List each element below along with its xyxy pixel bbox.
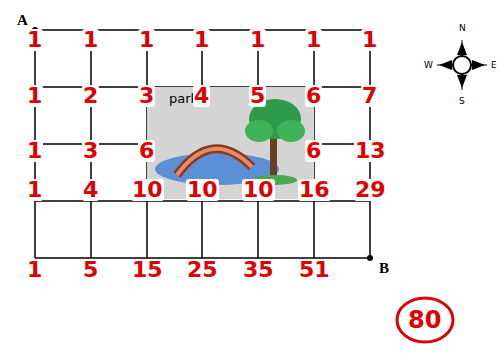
path-count: 1 bbox=[361, 29, 378, 51]
path-count: 16 bbox=[298, 179, 331, 201]
compass-letter: S bbox=[459, 97, 465, 106]
answer-total: 80 bbox=[408, 308, 441, 332]
path-count: 1 bbox=[138, 29, 155, 51]
path-count: 29 bbox=[354, 179, 387, 201]
path-count: 5 bbox=[82, 259, 99, 281]
point-b bbox=[367, 255, 373, 261]
path-count: 6 bbox=[138, 140, 155, 162]
path-count: 1 bbox=[26, 179, 43, 201]
path-count: 1 bbox=[193, 29, 210, 51]
compass-rose bbox=[437, 40, 487, 90]
path-count: 1 bbox=[26, 85, 43, 107]
path-count: 35 bbox=[242, 259, 275, 281]
path-count: 1 bbox=[26, 140, 43, 162]
path-count: 51 bbox=[298, 259, 331, 281]
path-count: 1 bbox=[26, 259, 43, 281]
path-count: 7 bbox=[361, 85, 378, 107]
path-count: 13 bbox=[354, 140, 387, 162]
path-count: 3 bbox=[138, 85, 155, 107]
path-count: 25 bbox=[186, 259, 219, 281]
path-count: 1 bbox=[305, 29, 322, 51]
point-label: A bbox=[17, 13, 28, 28]
path-count: 5 bbox=[249, 85, 266, 107]
path-count: 3 bbox=[82, 140, 99, 162]
path-count: 10 bbox=[242, 179, 275, 201]
compass-letter: E bbox=[491, 61, 497, 70]
answer-circle bbox=[397, 298, 453, 342]
park-area: park bbox=[147, 87, 314, 199]
path-count: 10 bbox=[131, 179, 164, 201]
path-count: 6 bbox=[305, 85, 322, 107]
grid-lines bbox=[35, 30, 370, 258]
path-count: 4 bbox=[82, 179, 99, 201]
path-count: 1 bbox=[82, 29, 99, 51]
path-count: 1 bbox=[26, 29, 43, 51]
path-count: 6 bbox=[305, 140, 322, 162]
compass-letter: N bbox=[459, 24, 466, 33]
point-label: B bbox=[379, 261, 389, 276]
path-count: 4 bbox=[193, 85, 210, 107]
path-count: 2 bbox=[82, 85, 99, 107]
path-count: 1 bbox=[249, 29, 266, 51]
path-count: 10 bbox=[186, 179, 219, 201]
compass-letter: W bbox=[424, 61, 433, 70]
path-count: 15 bbox=[131, 259, 164, 281]
